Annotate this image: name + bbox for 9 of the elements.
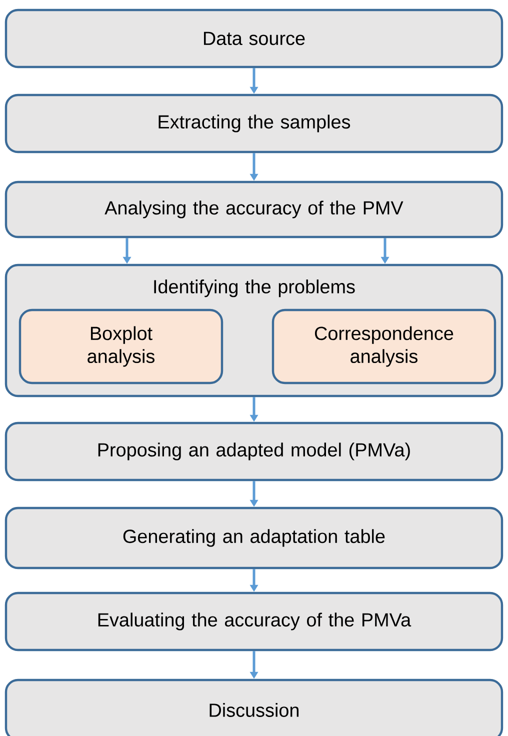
process-box: Correspondence analysis <box>272 308 496 384</box>
process-box: Discussion <box>4 678 504 736</box>
process-box: Extracting the samples <box>4 94 504 154</box>
process-box: Evaluating the accuracy of the PMVa <box>4 592 504 652</box>
process-box: Proposing an adapted model (PMVa) <box>4 422 504 482</box>
process-box: Data source <box>4 8 504 68</box>
process-box: Boxplot analysis <box>18 308 224 384</box>
process-box: Generating an adaptation table <box>4 506 504 570</box>
process-box: Analysing the accuracy of the PMV <box>4 180 504 238</box>
